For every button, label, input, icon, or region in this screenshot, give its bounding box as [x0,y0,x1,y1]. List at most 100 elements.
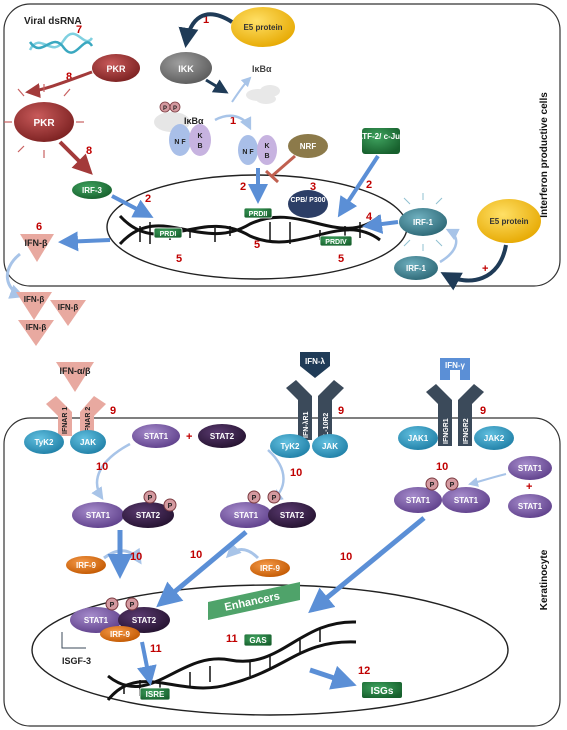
cell-label-top: Interferon productive cells [539,92,550,218]
step-1b: 1 [230,115,236,127]
step-12: 12 [358,665,370,677]
irf1-activation-arrow [439,228,460,264]
phospho-badge [163,498,177,512]
prdiv-site [319,235,353,247]
gaf-arrow [308,516,426,614]
nf-label: N F [174,139,186,146]
step-9b: 9 [338,405,344,417]
ifngr2 [458,384,484,446]
jak-mid [312,434,348,458]
stat1-dimer-a-label: STAT1 [406,496,431,505]
viral-dsrna-label: Viral dsRNA [24,16,82,27]
irf1-active-label: IRF-1 [413,218,434,227]
stat-phospho-left-arrow [91,442,131,501]
jak-left [70,430,106,454]
step-6: 6 [36,221,42,233]
step-10d: 10 [130,551,142,563]
step-11a: 11 [150,643,162,655]
cbp-p300 [288,190,328,218]
irf1-rays [403,193,443,251]
stat1-free-right-b-label: STAT1 [518,502,543,511]
step-10e: 10 [190,549,202,561]
jak1-label: JAK1 [408,434,429,443]
ifnb-produced [20,234,54,262]
nf-free-label: N F [242,149,254,156]
ifnar2-label: IFNAR 2 [85,407,92,434]
ikba-release-arrow [231,76,252,103]
isgs-label: ISGs [371,686,394,697]
pkr-active-label: PKR [33,118,55,129]
phospho-label: P [110,602,115,609]
jak-left-label: JAK [80,438,96,447]
tyk2-mid [270,434,310,458]
ikk [160,52,212,84]
step-1a: 1 [203,14,209,26]
isre-label: ISRE [146,690,165,699]
stat2-p-left-label: STAT2 [136,511,161,520]
phospho-badge [267,490,281,504]
isgf3-to-isre-arrow [137,641,157,686]
ifngr2-label: IFNGR2 [463,418,470,444]
ifnb-secreted-1-label: IFN-β [24,295,45,304]
tyk2-mid-label: TyK2 [281,442,301,451]
stat2-isgf3-label: STAT2 [132,616,157,625]
phospho-badge [169,101,181,113]
stat2-free-label: STAT2 [210,432,235,441]
stat2-p-mid [268,502,316,528]
nrf-label: NRF [300,142,317,151]
ifnb-secreted-3 [18,320,54,346]
cell-label-bottom: Keratinocyte [539,549,550,610]
ifngr1 [426,384,452,446]
stat1-p-mid [220,502,272,528]
plus-e5: + [482,263,488,275]
tyk2-left-label: TyK2 [35,438,55,447]
step-2b: 2 [240,181,246,193]
gas-site [243,633,273,647]
step-2c: 2 [366,179,372,191]
nucleus-to-ifnb-arrow [58,231,111,252]
prdiv-label: PRDIV [325,239,347,246]
pkr-to-irf3-arrow [58,140,93,175]
nfkb-release-arrow [214,114,252,131]
phospho-label: P [173,106,177,112]
stat1-free-label: STAT1 [144,432,169,441]
ikk-label: IKK [178,64,194,74]
irf9-left [66,556,106,574]
step-8b: 8 [86,145,92,157]
kb-subunit [189,124,211,156]
ifn-alpha-beta-ligand [56,362,94,392]
phospho-label: P [148,495,153,502]
prdii-label: PRDII [249,211,268,218]
step-10f: 10 [340,551,352,563]
kb-subunit-free [257,135,277,165]
cpb-label: CPB/ P300 [290,197,325,204]
isgs-box [362,682,402,698]
ifnlr1-label: IFN-λR1 [302,411,310,438]
stat2-free [198,424,246,448]
gas-label: GAS [249,636,267,645]
prdii-site [243,207,273,219]
ifn-gamma-label: IFN-γ [445,361,466,370]
nrf-inhibit-bar [264,169,280,184]
pkr-inactive-label: PKR [106,64,126,74]
phospho-label: P [430,482,435,489]
irf9-mid-arrow [225,542,260,560]
jak2-label: JAK2 [484,434,505,443]
step-8a: 8 [66,71,72,83]
ifn-alpha-beta-label: IFN-α/β [59,366,91,376]
pkr-inactive [92,54,140,82]
stat1-free-right-a-label: STAT1 [518,464,543,473]
prdi-site [153,227,183,239]
irf9-mid [250,559,290,577]
plus-stat: + [186,431,192,443]
stat1-p-mid-label: STAT1 [234,511,259,520]
ifn-gamma-ligand [440,358,470,380]
nrf-inhibit-line [271,154,296,178]
phospho-label: P [168,503,173,510]
step-10b: 10 [290,467,302,479]
irf9-mid-label: IRF-9 [260,564,281,573]
phospho-badge [125,597,139,611]
isre-site [139,687,171,701]
step-7: 7 [76,24,82,36]
